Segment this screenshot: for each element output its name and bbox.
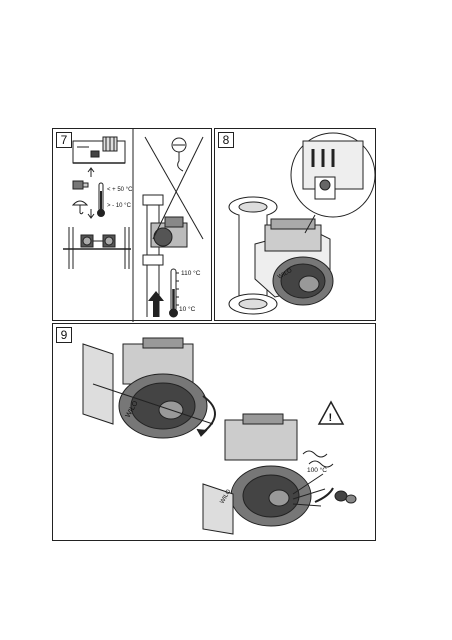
thermometer-icon	[169, 268, 179, 318]
panel-number: 7	[56, 132, 72, 148]
thermometer-icon	[97, 182, 105, 217]
umbrella-icon	[71, 180, 89, 215]
gauge-min-label: 10 °C	[179, 305, 196, 313]
boiler-sketch	[72, 136, 126, 164]
panel-number: 8	[218, 132, 234, 148]
panel-7-illustration: < + 50 °C > - 10 °C	[63, 129, 204, 322]
pump-housing	[228, 196, 334, 315]
panel-9-illustration: WILO WILO 100 °C !	[82, 337, 357, 535]
temp-low-label: > - 10 °C	[107, 203, 132, 209]
warning-triangle-icon	[317, 400, 345, 425]
temp-high-label: < + 50 °C	[107, 187, 133, 193]
hot-temp-label: 100 °C	[307, 466, 327, 474]
panel-9: 9 WILO WILO 100 °C	[52, 323, 376, 541]
no-entry-icon	[144, 136, 204, 240]
pipe-assembly	[142, 194, 188, 317]
warning-symbol: !	[329, 412, 333, 424]
panel-number: 9	[56, 327, 72, 343]
pump-bottom-right	[202, 413, 312, 535]
removal-arrow-icon	[314, 487, 334, 503]
steam-lines	[292, 450, 334, 507]
panel-8: 8 WILO	[214, 128, 376, 321]
pump-top-left	[82, 337, 214, 439]
arrow-up-icon	[87, 167, 95, 177]
flow-arrow-icon	[148, 291, 164, 317]
arrow-down-icon	[87, 209, 95, 219]
panel-7: 7 < + 50 °C > - 10	[52, 128, 212, 322]
gauge-max-label: 110 °C	[181, 269, 201, 277]
screw-plug-icon	[334, 490, 348, 502]
detail-callout	[290, 132, 376, 234]
panel-8-illustration: WILO	[228, 132, 376, 315]
storage-shelf	[63, 227, 131, 269]
